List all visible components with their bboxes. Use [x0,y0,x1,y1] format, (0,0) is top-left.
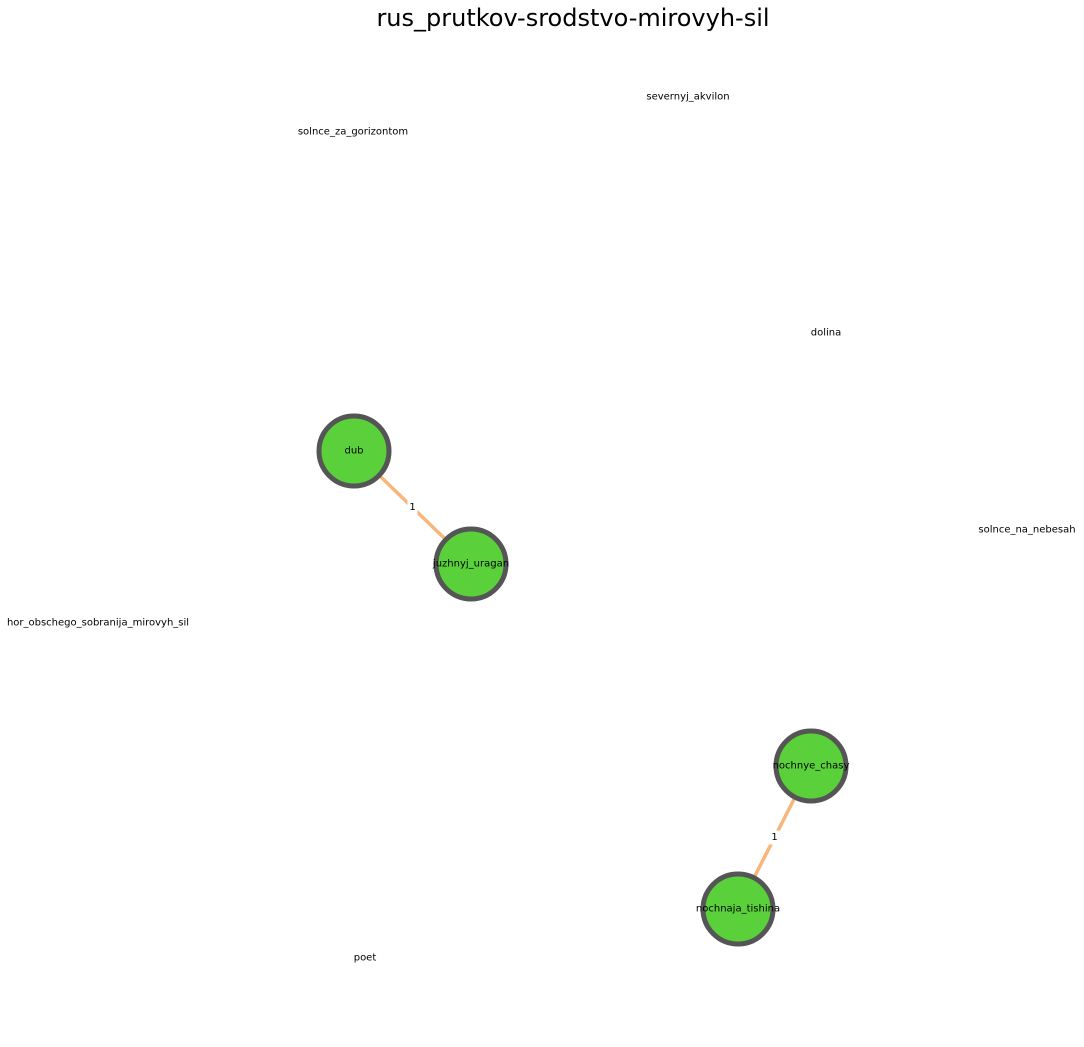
node-label-severnyj_akvilon: severnyj_akvilon [646,92,729,103]
node-label-dolina: dolina [811,328,842,339]
node-label-solnce_na_nebesah: solnce_na_nebesah [978,525,1075,536]
nodes-layer [316,413,849,947]
node-label-dub: dub [344,446,363,457]
node-label-solnce_za_gorizontom: solnce_za_gorizontom [298,127,408,138]
labels-layer: dub juzhnyj_uragan nochnye_chasy nochnaja_t… [7,92,1076,964]
node-nochnaja_tishina [700,871,776,947]
node-nochnye_chasy [773,728,849,804]
node-label-nochnaja_tishina: nochnaja_tishina [696,904,780,915]
node-label-poet: poet [354,953,377,964]
node-label-hor_obschego_sobranija_mirovyh_sil: hor_obschego_sobranija_mirovyh_sil [7,618,189,629]
node-label-nochnye_chasy: nochnye_chasy [773,761,850,772]
edge-weight-label: 1 [771,832,777,843]
node-dub [316,413,392,489]
node-label-juzhnyj_uragan: juzhnyj_uragan [432,559,509,570]
graph-title: rus_prutkov-srodstvo-mirovyh-sil [376,4,769,32]
edges-layer: 11 [352,449,813,910]
edge-weight-label: 1 [409,502,415,513]
node-juzhnyj_uragan [433,526,509,602]
edge-label-background [769,830,780,845]
edge-label-background [407,500,418,515]
